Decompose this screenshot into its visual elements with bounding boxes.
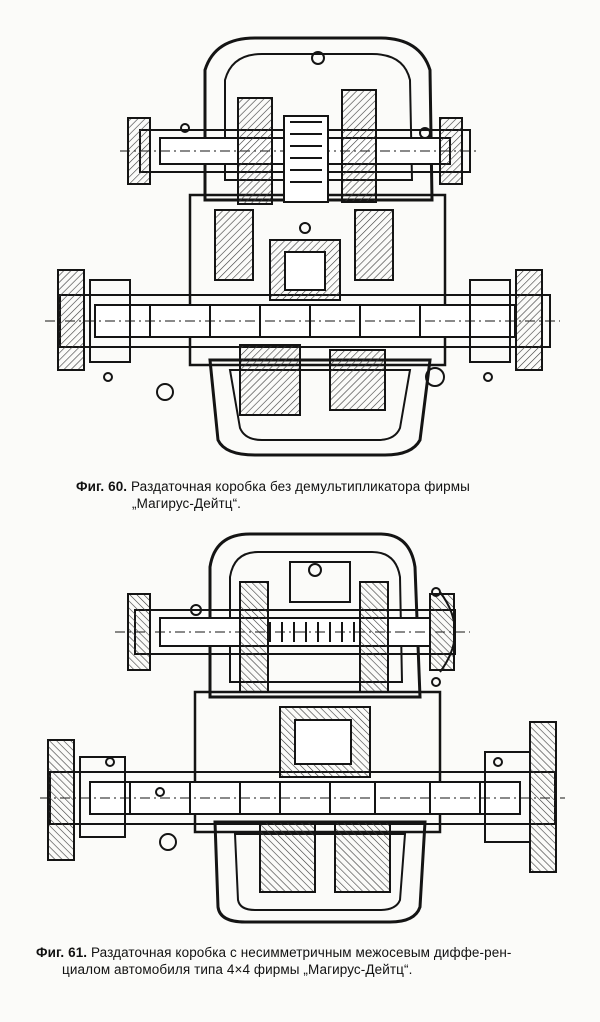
figure-60-caption: Фиг. 60. Раздаточная коробка без демульт… (76, 478, 546, 512)
figure-61-caption-line-1: Фиг. 61. Раздаточная коробка с несимметр… (36, 944, 576, 961)
figure-60-number: Фиг. 60. (76, 479, 128, 494)
transfer-case-drawing-60 (45, 36, 560, 457)
figure-61-number: Фиг. 61. (36, 945, 88, 960)
figure-61-caption-line-2: циалом автомобиля типа 4×4 фирмы „Магиру… (62, 962, 413, 977)
figure-60-caption-text-1: Раздаточная коробка без демультипликатор… (131, 479, 470, 494)
figure-60-caption-line-1: Фиг. 60. Раздаточная коробка без демульт… (76, 478, 546, 495)
figure-60-drawing (0, 30, 600, 470)
transfer-case-drawing-61 (40, 532, 565, 924)
figure-61-caption: Фиг. 61. Раздаточная коробка с несимметр… (36, 944, 576, 978)
figure-60-caption-line-2: „Магирус-Дейтц“. (132, 496, 242, 511)
figure-61-caption-text-1: Раздаточная коробка с несимметричным меж… (91, 945, 512, 960)
figure-61-drawing (0, 522, 600, 934)
